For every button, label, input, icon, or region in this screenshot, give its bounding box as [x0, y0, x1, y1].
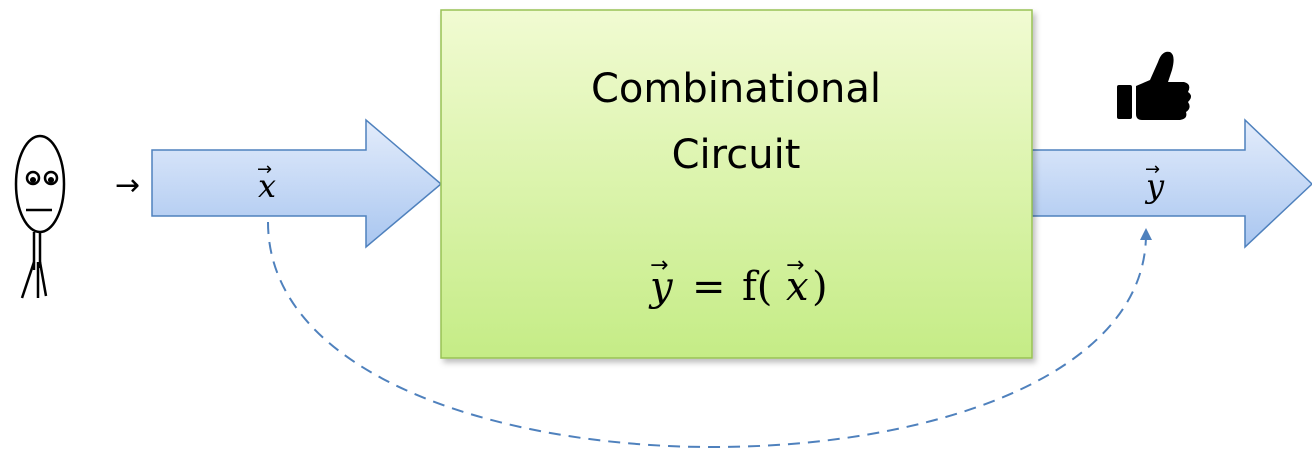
box-equation: y → = f( x → ) — [648, 253, 828, 310]
input-vector-label: x → — [257, 159, 276, 205]
box-title-line2: Circuit — [672, 132, 801, 178]
vector-arrow-accent: → — [786, 253, 804, 278]
svg-text:y: y — [1144, 167, 1165, 205]
vector-arrow-accent: → — [650, 253, 668, 278]
svg-text:y: y — [648, 264, 674, 310]
input-arrow — [151, 118, 443, 249]
combinational-circuit-box — [440, 9, 1033, 359]
svg-text:): ) — [812, 264, 828, 310]
box-title-line1: Combinational — [591, 66, 881, 112]
svg-text:x: x — [258, 167, 276, 205]
output-vector-label: y → — [1144, 159, 1165, 205]
output-arrow — [1031, 118, 1312, 249]
entry-arrow: → — [115, 168, 140, 203]
svg-text:=: = — [692, 264, 726, 310]
thumbs-up-icon — [1117, 51, 1191, 120]
dashed-bypass-arrow — [267, 221, 1152, 448]
stick-figure-icon — [14, 134, 66, 299]
vector-arrow-accent: → — [257, 159, 272, 180]
svg-text:f(: f( — [742, 264, 772, 310]
svg-text:x: x — [786, 264, 809, 310]
vector-arrow-accent: → — [1145, 159, 1160, 180]
